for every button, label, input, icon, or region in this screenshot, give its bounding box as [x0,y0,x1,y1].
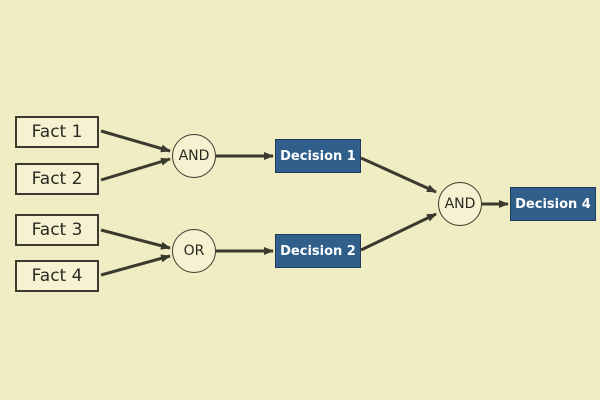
fact-3-box: Fact 3 [15,214,99,246]
decision-1-box: Decision 1 [275,139,361,173]
arrow-fact4-to-or [100,254,171,277]
fact-1-box: Fact 1 [15,116,99,148]
arrow-fact3-to-or [100,228,171,250]
arrow-decision1-to-and2 [360,156,437,194]
arrow-fact2-to-and [100,157,171,182]
fact-4-box: Fact 4 [15,260,99,292]
fact-2-box: Fact 2 [15,163,99,195]
and-gate-2: AND [438,182,482,226]
or-gate: OR [172,229,216,273]
decision-4-box: Decision 4 [510,187,596,221]
decision-2-box: Decision 2 [275,234,361,268]
and-gate-1: AND [172,134,216,178]
arrow-decision2-to-and2 [360,212,437,252]
arrow-fact1-to-and [100,129,171,153]
